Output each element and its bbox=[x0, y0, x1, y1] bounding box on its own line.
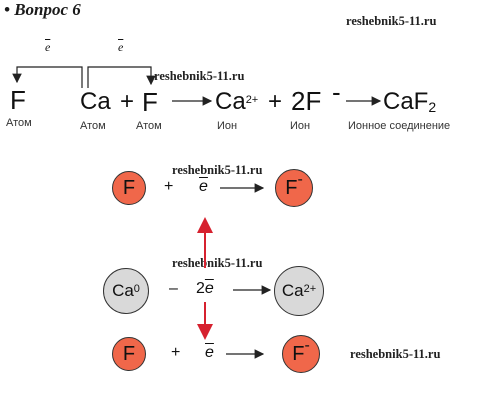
ion-calcium: Ca2+ bbox=[215, 88, 259, 115]
electron-transfer-arrow bbox=[87, 66, 156, 88]
page-title: • Вопрос 6 bbox=[4, 0, 81, 19]
electron-count: 2e bbox=[196, 280, 214, 297]
fluorine-atom-circle: F bbox=[112, 171, 146, 205]
watermark: reshebnik5-11.ru bbox=[346, 14, 437, 28]
fluoride-ion-circle: F- bbox=[275, 169, 313, 207]
compound-caf2: CaF2 bbox=[383, 88, 437, 116]
watermark: reshebnik5-11.ru bbox=[172, 163, 263, 177]
electron-label: e bbox=[199, 178, 208, 195]
fluorine-atom-circle: F bbox=[112, 337, 146, 371]
label-atom: Атом bbox=[136, 120, 162, 132]
watermark: reshebnik5-11.ru bbox=[154, 69, 245, 83]
label-atom: Атом bbox=[6, 117, 32, 129]
ion-fluoride-charge: - bbox=[332, 77, 341, 107]
watermark: reshebnik5-11.ru bbox=[350, 347, 441, 361]
plus-sign: + bbox=[164, 178, 174, 195]
watermark: reshebnik5-11.ru bbox=[172, 256, 263, 270]
minus-sign: – bbox=[169, 280, 178, 297]
label-atom: Атом bbox=[80, 120, 106, 132]
atom-fluorine: F bbox=[142, 87, 158, 117]
electron-label: e bbox=[45, 40, 51, 54]
label-ion: Ион bbox=[217, 120, 238, 132]
fluoride-ion-circle: F- bbox=[282, 335, 320, 373]
label-ionic-compound: Ионное соединение bbox=[348, 120, 451, 132]
ion-fluoride: 2F bbox=[291, 86, 322, 116]
label-ion: Ион bbox=[290, 120, 311, 132]
electron-label: e bbox=[118, 40, 124, 54]
electron-label: e bbox=[205, 344, 214, 361]
plus-sign: + bbox=[120, 88, 135, 115]
atom-fluorine: F bbox=[10, 85, 26, 115]
plus-sign: + bbox=[268, 88, 283, 115]
electron-transfer-arrow bbox=[12, 66, 83, 88]
atom-calcium: Ca bbox=[80, 88, 111, 115]
plus-sign: + bbox=[171, 344, 181, 361]
